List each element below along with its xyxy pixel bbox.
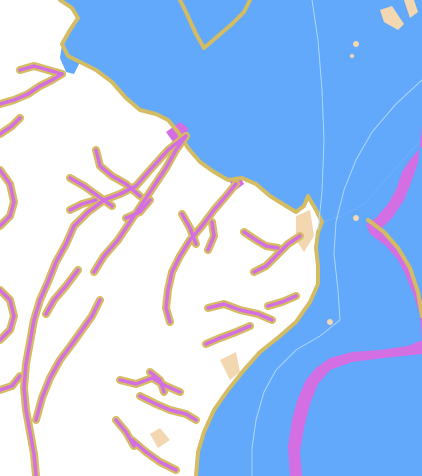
stream-9 [22, 134, 188, 476]
shoal-dot-4 [327, 319, 333, 325]
stream-20 [206, 302, 274, 322]
shoal-mid [296, 210, 314, 252]
stream-7 [68, 198, 98, 212]
stream-23 [138, 394, 198, 422]
shoal-dot-1 [353, 41, 359, 47]
stream-1 [0, 72, 64, 106]
shoal-left-bank [150, 428, 170, 448]
stream-13 [0, 168, 16, 228]
stream-4 [92, 134, 188, 274]
stream-21 [204, 324, 252, 346]
stream-25 [130, 438, 178, 472]
stream-12 [0, 288, 16, 342]
stream-18 [252, 234, 302, 274]
stream-16 [206, 220, 216, 252]
shoal-dot-2 [350, 54, 354, 58]
stream-24 [148, 370, 166, 394]
stream-2 [18, 64, 64, 76]
marsh-right-bank [288, 126, 422, 476]
main-river-water[interactable] [196, 140, 422, 476]
shoal-upper [380, 6, 404, 30]
stream-11 [44, 268, 80, 316]
upper-bay-water[interactable] [60, 0, 422, 222]
stream-26 [114, 418, 136, 448]
stream-22 [118, 376, 182, 394]
stream-14 [164, 182, 238, 324]
shoreline [58, 0, 422, 476]
shoal-upper-right [404, 0, 418, 18]
stream-19 [266, 294, 298, 308]
channel-lines [251, 0, 422, 476]
shoal-dot-3 [353, 215, 359, 221]
stream-10 [34, 298, 102, 422]
shoal-lower [220, 352, 240, 380]
stream-17 [242, 230, 280, 250]
stream-3 [0, 116, 22, 136]
stream-15 [180, 212, 198, 246]
stream-8 [124, 198, 152, 220]
stream-27 [0, 374, 22, 392]
tributary-streams [0, 62, 304, 476]
